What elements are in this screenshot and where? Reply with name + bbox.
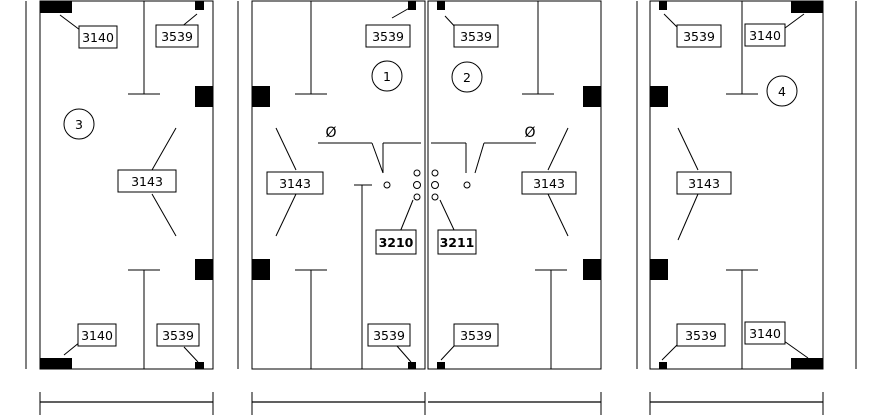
panel-1-id-bubble (371, 60, 403, 92)
panel-4-tag-bottom-right-text: 3140 (749, 326, 781, 341)
panel-1-diameter-symbol: Ø (325, 125, 336, 141)
panel-2-corner-block-bl (437, 362, 445, 369)
panel-1-tag-center (375, 229, 417, 255)
panel-4-frame (649, 0, 824, 370)
panel-4: 4 3539 3140 3143 3539 3140 (636, 0, 857, 415)
panel-1-hinge-top (252, 86, 270, 107)
panel-2-frame (427, 0, 602, 370)
panel-4-tag-mid-text: 3143 (688, 176, 720, 191)
panel-1-tag-top-right (365, 24, 411, 48)
panel-1-tag-mid (266, 171, 324, 195)
panel-2-tag-bottom-left (453, 323, 499, 347)
panel-4-corner-block-tl (659, 1, 667, 10)
panel-2-id-label: 2 (463, 70, 471, 85)
panel-2-hinge-bottom (583, 259, 601, 280)
panel-3-tag-top-left-text: 3140 (82, 30, 114, 45)
panel-3-tag-top-left (78, 25, 118, 49)
panel-3-tag-bottom-right-text: 3539 (162, 328, 194, 343)
panel-4-id-label: 4 (778, 84, 786, 99)
panel-2-tag-top-left-text: 3539 (460, 29, 492, 44)
panel-1-tag-bottom-right (367, 323, 411, 347)
panel-3: 3 3140 3539 3143 3140 3539 (25, 0, 214, 415)
panel-2-tag-mid (521, 171, 577, 195)
panel-4-corner-block-bl (659, 362, 667, 369)
panel-2-tag-center (437, 229, 477, 255)
panel-4-tag-bottom-right (744, 321, 786, 345)
panel-3-tag-bottom-left-text: 3140 (81, 328, 113, 343)
panel-2-diameter-symbol: Ø (524, 125, 535, 141)
panel-4-tag-top-right-text: 3140 (749, 28, 781, 43)
panel-3-corner-block-bl (40, 358, 72, 369)
panel-3-frame (39, 0, 214, 370)
panel-2-tag-mid-text: 3143 (533, 176, 565, 191)
panel-1-frame (251, 0, 426, 370)
panel-4-hinge-top (650, 86, 668, 107)
panel-4-hinge-bottom (650, 259, 668, 280)
panel-4-tag-bottom-left-text: 3539 (685, 328, 717, 343)
panel-2-tag-bottom-left-text: 3539 (460, 328, 492, 343)
panel-4-corner-block-br (791, 358, 823, 369)
panel-3-tag-top-right (155, 24, 199, 48)
panel-2-hinge-top (583, 86, 601, 107)
panel-3-corner-block-tr (195, 1, 204, 10)
panel-1: Ø 1 3539 3143 3539 3210 (237, 0, 426, 415)
panel-3-tag-bottom-left (77, 323, 117, 347)
panel-1-corner-block-br (408, 362, 416, 369)
panel-2-id-bubble (451, 61, 483, 93)
panel-4-tag-top-left (676, 24, 722, 48)
panel-4-tag-top-right (744, 23, 786, 47)
panel-3-tag-top-right-text: 3539 (161, 29, 193, 44)
panel-4-id-bubble (766, 75, 798, 107)
panel-1-tag-mid-text: 3143 (279, 176, 311, 191)
panel-4-corner-block-tr (791, 1, 823, 13)
panel-3-id-label: 3 (75, 117, 83, 132)
panel-2-corner-block-tl (437, 1, 445, 10)
panel-1-tag-top-right-text: 3539 (372, 29, 404, 44)
panel-3-hinge-bottom (195, 259, 213, 280)
panel-3-tag-mid-text: 3143 (131, 174, 163, 189)
panel-4-tag-mid (676, 171, 732, 195)
panel-2-tag-center-text: 3211 (440, 235, 475, 250)
panel-1-id-label: 1 (383, 69, 391, 84)
panel-2: Ø 2 3539 3143 3539 3211 (427, 0, 602, 415)
panel-3-id-bubble (63, 108, 95, 140)
panel-4-tag-top-left-text: 3539 (683, 29, 715, 44)
panel-3-tag-bottom-right (156, 323, 200, 347)
panel-4-tag-bottom-left (676, 323, 726, 347)
panel-1-tag-bottom-right-text: 3539 (373, 328, 405, 343)
panel-1-tag-center-text: 3210 (379, 235, 414, 250)
panel-3-corner-block-tl (40, 1, 72, 13)
panel-3-tag-mid (117, 169, 177, 193)
panel-3-hinge-top (195, 86, 213, 107)
panel-1-hinge-bottom (252, 259, 270, 280)
panel-2-tag-top-left (453, 24, 499, 48)
panel-3-corner-block-br (195, 362, 204, 369)
panel-1-corner-block-tr (408, 1, 416, 10)
